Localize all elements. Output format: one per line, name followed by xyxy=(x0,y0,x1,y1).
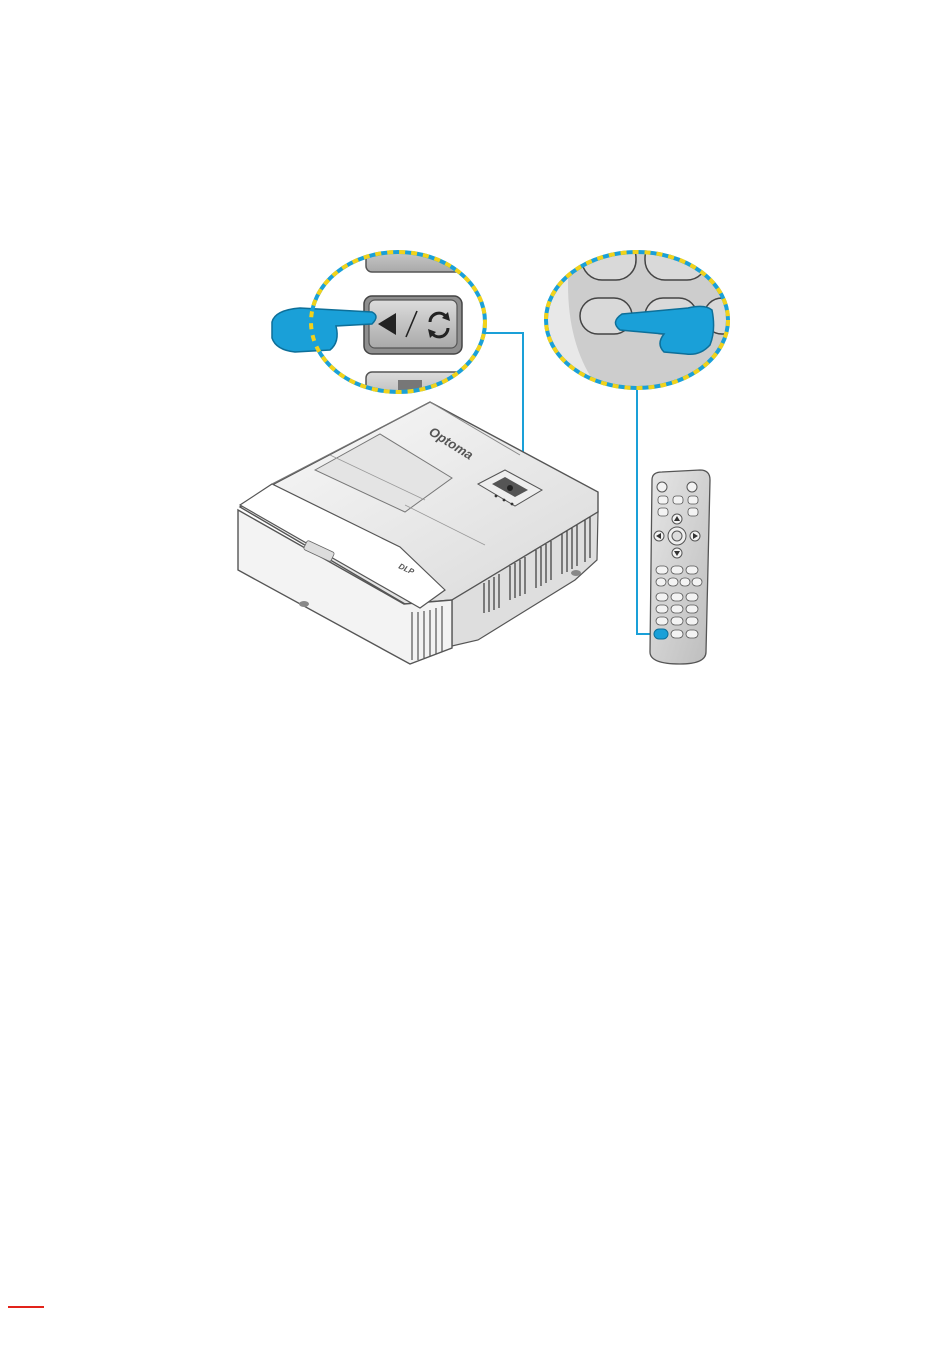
projector: DLP Optoma xyxy=(238,402,598,664)
remote-resync-button xyxy=(654,629,668,639)
remote-control xyxy=(650,470,710,664)
keypad-zoom-callout xyxy=(272,238,500,412)
remote-zoom-callout xyxy=(540,238,744,395)
footer-rule xyxy=(8,1306,44,1308)
